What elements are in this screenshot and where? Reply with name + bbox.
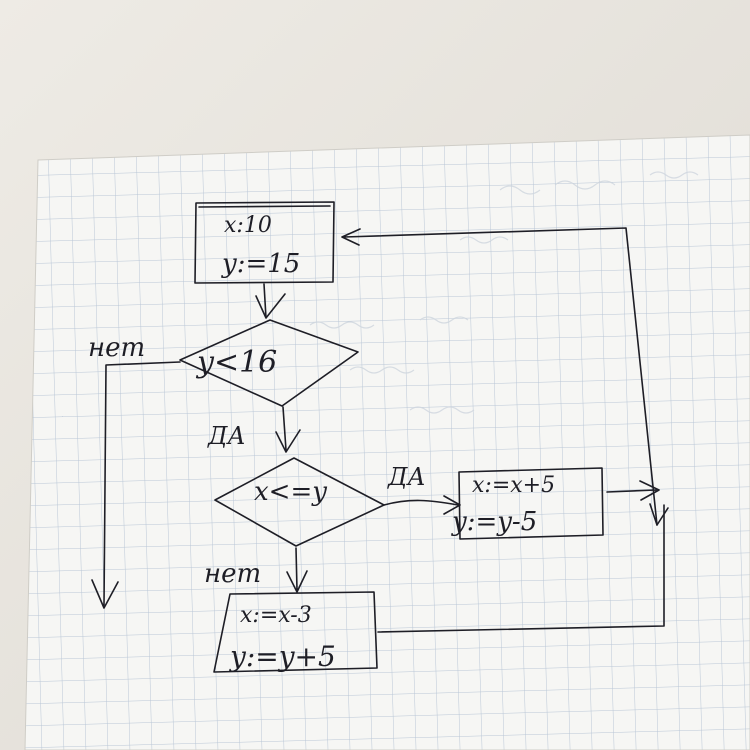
cond1-no-label: нет <box>88 333 145 363</box>
return-loop <box>341 227 658 526</box>
cond1-diamond <box>179 319 359 407</box>
yes-box-text: x:=x+5 y:=y-5 <box>451 473 555 537</box>
arrow-cond1-no <box>91 361 181 609</box>
cond2-no-label: нет <box>204 559 261 589</box>
yes-box-line1: x:=x+5 <box>472 473 555 498</box>
no-box-outline <box>213 591 378 673</box>
show-through-writing <box>309 171 699 414</box>
no-box-line1: x:=x-3 <box>240 603 312 628</box>
no-box-text: x:=x-3 y:=y+5 <box>228 603 336 673</box>
cond1-text: y<16 <box>195 345 277 380</box>
cond2-text: x<=y <box>254 477 327 507</box>
arrow-cond1-yes <box>275 406 301 453</box>
start-box-line1: x:10 <box>224 213 272 238</box>
cond2-yes-label: ДА <box>387 463 426 491</box>
grid-paper-sheet <box>24 134 750 750</box>
yes-box-outline <box>458 467 604 540</box>
arrow-cond2-no <box>286 547 308 593</box>
arrow-start-to-cond1 <box>255 283 286 319</box>
arrow-yesbox-out <box>606 480 660 501</box>
flowchart-lines <box>91 201 669 673</box>
cond1-yes-label: ДА <box>207 422 246 450</box>
start-box-line2: y:=15 <box>221 249 300 279</box>
no-box-line2: y:=y+5 <box>228 640 336 673</box>
yes-box-line2: y:=y-5 <box>451 507 537 537</box>
start-box-text: x:10 y:=15 <box>221 213 300 279</box>
start-box-outline <box>194 201 335 284</box>
